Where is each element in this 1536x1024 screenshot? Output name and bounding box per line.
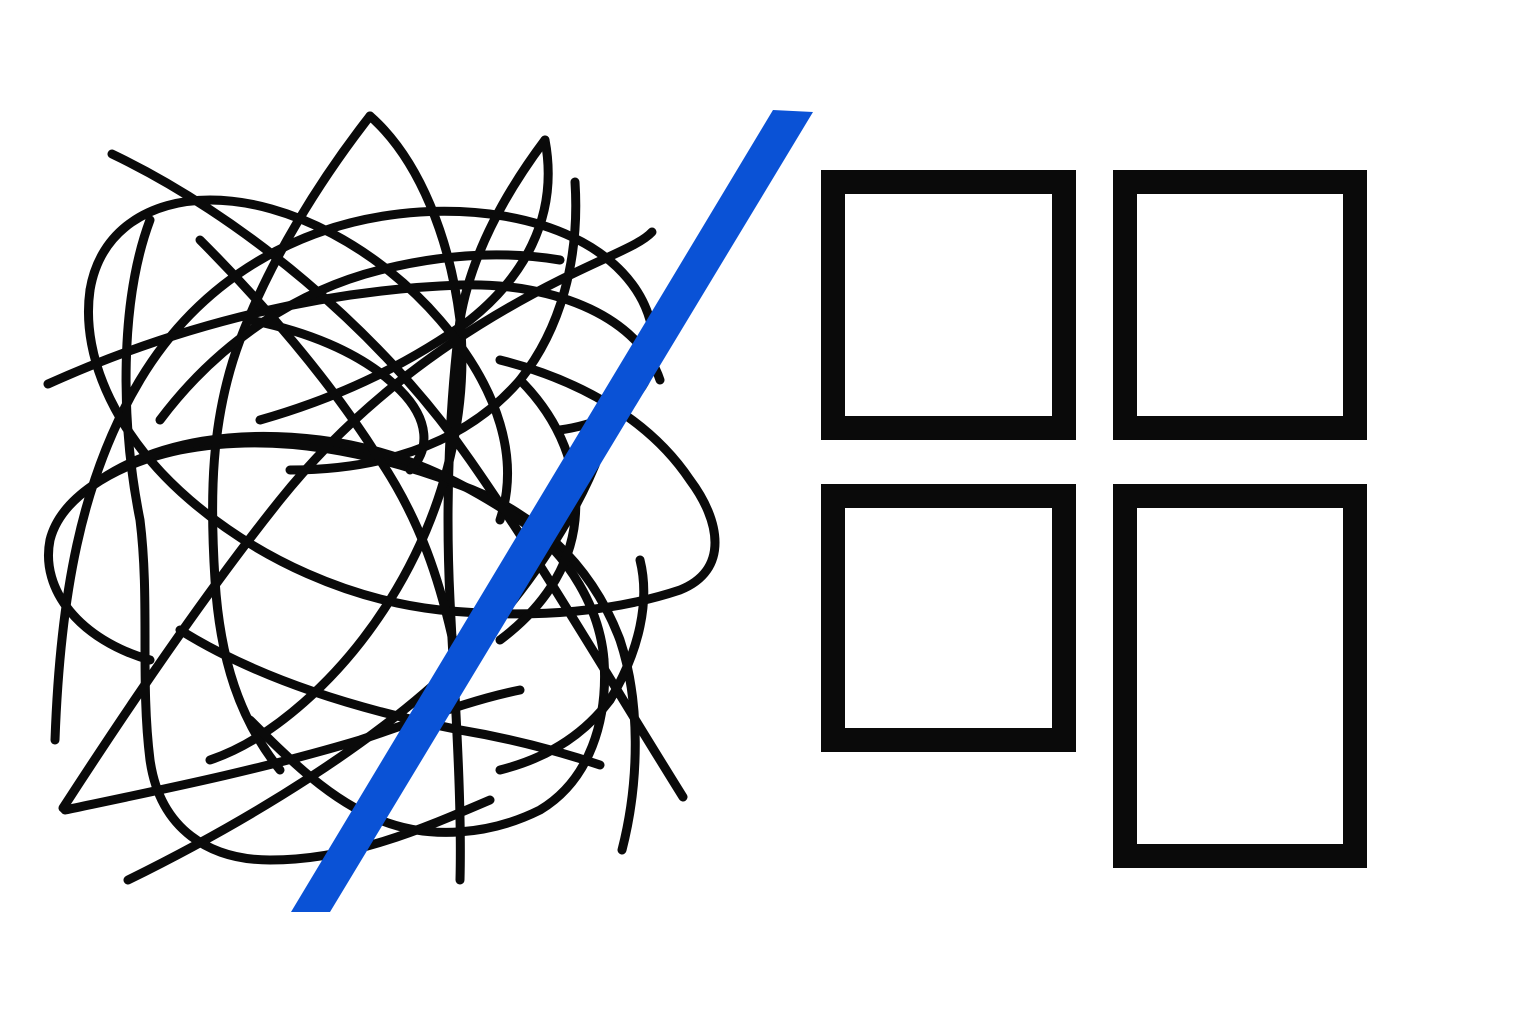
- grid-square-bottom-right: [1113, 484, 1367, 868]
- grid-square-bottom-left: [821, 484, 1076, 752]
- grid-square-top-right: [1113, 170, 1367, 440]
- four-squares-grid-icon: [821, 170, 1367, 868]
- grid-square-top-left: [821, 170, 1076, 440]
- diagonal-slash-icon: [291, 110, 813, 912]
